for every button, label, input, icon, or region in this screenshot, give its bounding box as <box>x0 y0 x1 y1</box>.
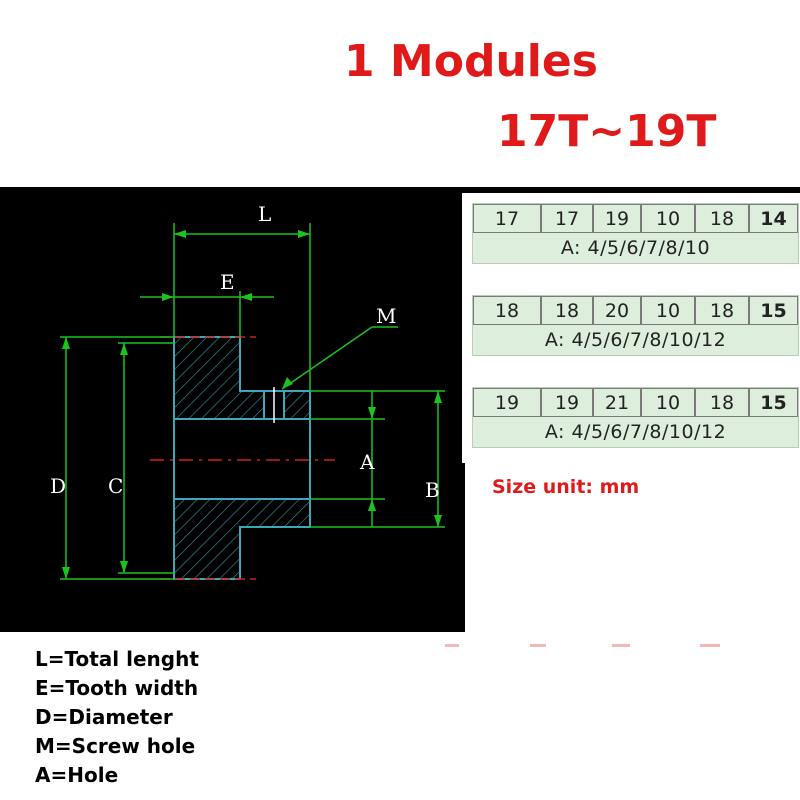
divider-dash <box>530 644 546 647</box>
cell-b: 15 <box>749 296 798 325</box>
cell-d: 19 <box>541 388 593 417</box>
cell-c: 21 <box>593 388 641 417</box>
label-L: L <box>258 202 271 226</box>
divider-dash <box>612 644 630 647</box>
cell-e: 18 <box>695 388 749 417</box>
cell-l: 10 <box>641 204 695 233</box>
label-B: B <box>425 478 440 502</box>
legend-item-e: E=Tooth width <box>35 676 199 700</box>
divider-dash <box>700 644 720 647</box>
cell-c: 20 <box>593 296 641 325</box>
label-M: M <box>376 304 396 328</box>
legend-item-a: A=Hole <box>35 763 119 787</box>
cell-c: 19 <box>593 204 641 233</box>
title-teeth-range: 17T~19T <box>497 106 717 157</box>
bore-options: A: 4/5/6/7/8/10 <box>560 237 711 259</box>
drawing-top-strip <box>462 187 800 193</box>
cell-b: 14 <box>749 204 798 233</box>
spec-table-18t: 18 18 20 10 18 15 A: 4/5/6/7/8/10/12 <box>472 295 799 356</box>
cell-e: 18 <box>695 204 749 233</box>
bore-options: A: 4/5/6/7/8/10/12 <box>544 329 727 351</box>
cell-d: 17 <box>541 204 593 233</box>
spec-table-17t: 17 17 19 10 18 14 A: 4/5/6/7/8/10 <box>472 203 799 264</box>
gear-section-lower <box>173 498 311 580</box>
gear-section-upper <box>173 336 311 420</box>
label-E: E <box>220 270 235 294</box>
cell-d: 18 <box>541 296 593 325</box>
cell-b: 15 <box>749 388 798 417</box>
legend-item-d: D=Diameter <box>35 705 173 729</box>
cell-e: 18 <box>695 296 749 325</box>
size-unit-note: Size unit: mm <box>492 476 640 498</box>
bore-options: A: 4/5/6/7/8/10/12 <box>544 421 727 443</box>
divider-dash <box>445 644 459 647</box>
dimension-legend: L=Total lenght E=Tooth width D=Diameter … <box>35 645 199 790</box>
cell-l: 10 <box>641 388 695 417</box>
title-modules: 1 Modules <box>344 36 598 87</box>
label-A: A <box>359 450 375 474</box>
cell-teeth: 19 <box>473 388 541 417</box>
label-D: D <box>50 474 66 498</box>
cell-teeth: 17 <box>473 204 541 233</box>
bore-hole <box>173 418 311 500</box>
label-C: C <box>108 474 123 498</box>
gear-technical-drawing: L E M A B C D <box>0 187 465 632</box>
legend-item-m: M=Screw hole <box>35 734 196 758</box>
legend-item-l: L=Total lenght <box>35 647 199 671</box>
spec-table-19t: 19 19 21 10 18 15 A: 4/5/6/7/8/10/12 <box>472 387 799 448</box>
cell-teeth: 18 <box>473 296 541 325</box>
cell-l: 10 <box>641 296 695 325</box>
